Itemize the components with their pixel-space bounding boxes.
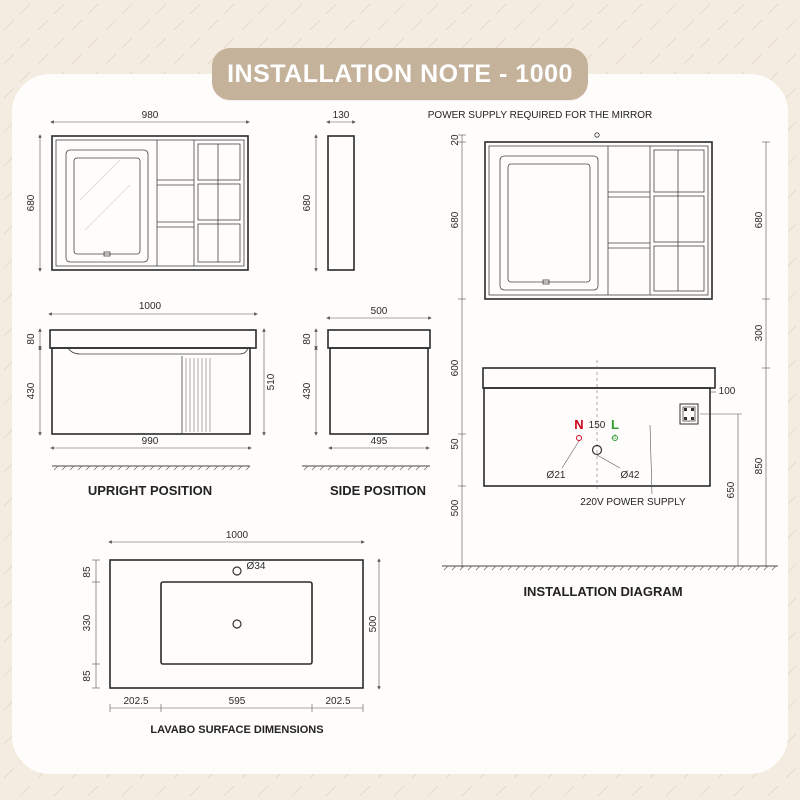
dim-mirror-height: 680 xyxy=(26,194,37,211)
dim-left-margin: 202.5 xyxy=(123,696,148,707)
mirror-power-point xyxy=(594,132,600,138)
dim-cabinet-bottom: 990 xyxy=(142,436,159,447)
dim-lavabo-width: 1000 xyxy=(226,530,249,541)
dim-bottom-margin: 85 xyxy=(82,670,93,682)
lavabo-caption: LAVABO SURFACE DIMENSIONS xyxy=(150,724,323,736)
dim-side-mirror-height: 680 xyxy=(302,194,313,211)
lavabo-outline xyxy=(109,559,364,689)
dim-lavabo-height: 500 xyxy=(368,615,379,632)
junction-box xyxy=(679,403,699,425)
upright-mirror-cabinet xyxy=(51,135,249,271)
dim-cabinet-width: 1000 xyxy=(139,301,162,312)
dim-680-right: 680 xyxy=(754,211,765,228)
install-floor-line xyxy=(442,565,778,571)
dim-600: 600 xyxy=(450,359,461,376)
dim-680-left: 680 xyxy=(450,211,461,228)
side-view: 130 680 500 80 430 495 SIDE POSITION xyxy=(302,110,432,498)
dim-650: 650 xyxy=(726,481,737,498)
dim-top-margin: 85 xyxy=(82,566,93,578)
side-floor-line xyxy=(302,465,430,471)
dim-500: 500 xyxy=(450,499,461,516)
neutral-label: N xyxy=(574,417,583,432)
dim-cabinet-total: 510 xyxy=(266,373,277,390)
install-vanity-cabinet xyxy=(482,360,716,490)
dim-tap-hole: Ø34 xyxy=(247,561,266,572)
side-caption: SIDE POSITION xyxy=(330,483,426,498)
dim-mirror-width: 980 xyxy=(142,110,159,121)
upright-view: 980 680 1000 80 430 510 990 xyxy=(26,110,277,498)
dim-300: 300 xyxy=(754,324,765,341)
dim-20: 20 xyxy=(450,134,461,146)
side-mirror xyxy=(327,135,355,271)
upright-floor-line xyxy=(52,465,251,471)
live-label: L xyxy=(611,417,619,432)
dim-dia-21: Ø21 xyxy=(547,470,566,481)
lavabo-view: Ø34 1000 500 85 330 85 202.5 595 202.5 L… xyxy=(82,530,381,736)
dim-cabinet-top: 80 xyxy=(26,333,37,345)
basin-drain xyxy=(232,619,242,629)
power-220v-note: 220V POWER SUPPLY xyxy=(580,497,686,508)
dim-50: 50 xyxy=(450,438,461,450)
dim-basin-width: 595 xyxy=(229,696,246,707)
drain-hole xyxy=(591,444,603,456)
dim-dia-42: Ø42 xyxy=(621,470,640,481)
side-cabinet xyxy=(327,329,431,435)
dim-850: 850 xyxy=(754,457,765,474)
basin-outline xyxy=(160,581,313,665)
page-title: INSTALLATION NOTE - 1000 xyxy=(212,48,588,100)
dim-side-mirror-depth: 130 xyxy=(333,110,350,121)
dim-cabinet-body: 430 xyxy=(26,382,37,399)
installation-view: POWER SUPPLY REQUIRED FOR THE MIRROR xyxy=(428,110,778,599)
dim-150: 150 xyxy=(589,420,606,431)
content-card xyxy=(12,74,788,774)
dim-right-margin: 202.5 xyxy=(325,696,350,707)
dim-100: 100 xyxy=(719,386,736,397)
install-mirror-cabinet xyxy=(484,141,713,300)
mirror-power-note: POWER SUPPLY REQUIRED FOR THE MIRROR xyxy=(428,110,652,121)
dim-basin-height: 330 xyxy=(82,614,93,631)
dim-side-cabinet-depth: 500 xyxy=(371,306,388,317)
dim-side-body: 430 xyxy=(302,382,313,399)
neutral-point xyxy=(576,435,582,441)
dim-side-top: 80 xyxy=(302,333,313,345)
upright-caption: UPRIGHT POSITION xyxy=(88,483,212,498)
install-caption: INSTALLATION DIAGRAM xyxy=(523,584,682,599)
upright-vanity-cabinet xyxy=(49,329,257,435)
tap-hole xyxy=(232,566,242,576)
dim-side-bottom: 495 xyxy=(371,436,388,447)
